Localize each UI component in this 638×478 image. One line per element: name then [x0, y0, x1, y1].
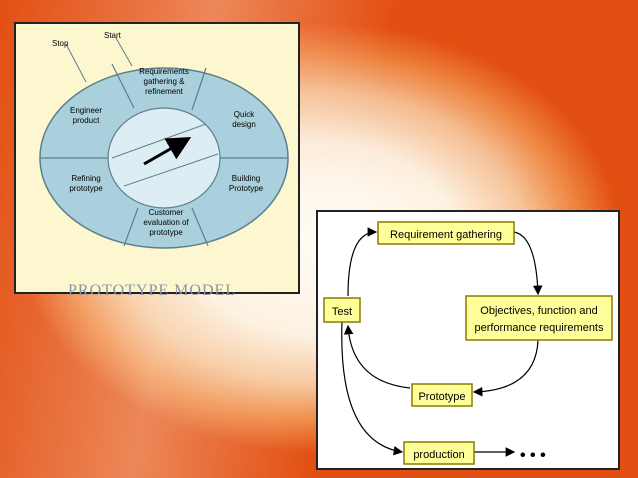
arrow-test-to-requirements: [347, 227, 378, 297]
box-objectives: Objectives, function and performance req…: [465, 295, 613, 341]
requirements-label-line2: gathering &: [144, 77, 186, 86]
arrow-requirements-to-objectives: [513, 231, 543, 296]
refining-prototype-label-line2: prototype: [69, 184, 103, 193]
requirements-label-line3: refinement: [145, 87, 184, 96]
customer-evaluation-label-line2: evaluation of: [143, 218, 189, 227]
test-text: Test: [332, 306, 352, 318]
building-prototype-label-line1: Building: [232, 174, 260, 183]
segment-dividers: [40, 63, 288, 247]
engineer-product-label-line1: Engineer: [70, 106, 102, 115]
customer-evaluation-label-line3: prototype: [149, 228, 183, 237]
box-test: Test: [323, 297, 361, 323]
prototype-text: Prototype: [418, 391, 465, 403]
objectives-text-line2: performance requirements: [474, 322, 604, 334]
inner-divider-top: [111, 123, 207, 159]
box-prototype: Prototype: [411, 383, 473, 407]
box-requirement-gathering: Requirement gathering: [377, 221, 515, 245]
refining-prototype-label-line1: Refining: [71, 174, 100, 183]
engineer-product-label-line2: product: [73, 116, 100, 125]
prototype-model-diagram: Stop Start Requirements gathering & refi…: [39, 31, 289, 249]
production-text: production: [413, 449, 464, 461]
quick-design-label-line2: design: [232, 120, 256, 129]
stop-label: Stop: [52, 39, 69, 48]
start-pointer-line: [115, 37, 133, 67]
prototype-flow-diagram: Requirement gathering Objectives, functi…: [323, 221, 613, 465]
prototype-model-panel: Stop Start Requirements gathering & refi…: [14, 22, 300, 299]
arrow-test-to-production: [341, 321, 404, 456]
requirements-label-line1: Requirements: [139, 67, 189, 76]
cycle-inner-ellipse: [107, 107, 221, 209]
customer-evaluation-label-line1: Customer: [149, 208, 184, 217]
continuation-ellipsis: • • •: [520, 447, 546, 464]
quick-design-label-line1: Quick: [234, 110, 255, 119]
cycle-direction-arrow: [143, 137, 192, 166]
prototype-model-title: PROTOTYPE MODEL: [68, 282, 237, 299]
box-production: production: [403, 441, 475, 465]
building-prototype-label-line2: Prototype: [229, 184, 264, 193]
stop-pointer-line: [65, 43, 87, 83]
inner-divider-bottom: [123, 153, 219, 187]
arrow-objectives-to-prototype: [472, 339, 539, 397]
requirement-gathering-text: Requirement gathering: [390, 229, 502, 241]
prototype-flow-panel: Requirement gathering Objectives, functi…: [316, 210, 620, 470]
start-label: Start: [104, 31, 122, 40]
objectives-text-line1: Objectives, function and: [480, 305, 597, 317]
arrow-prototype-to-test: [343, 324, 411, 389]
